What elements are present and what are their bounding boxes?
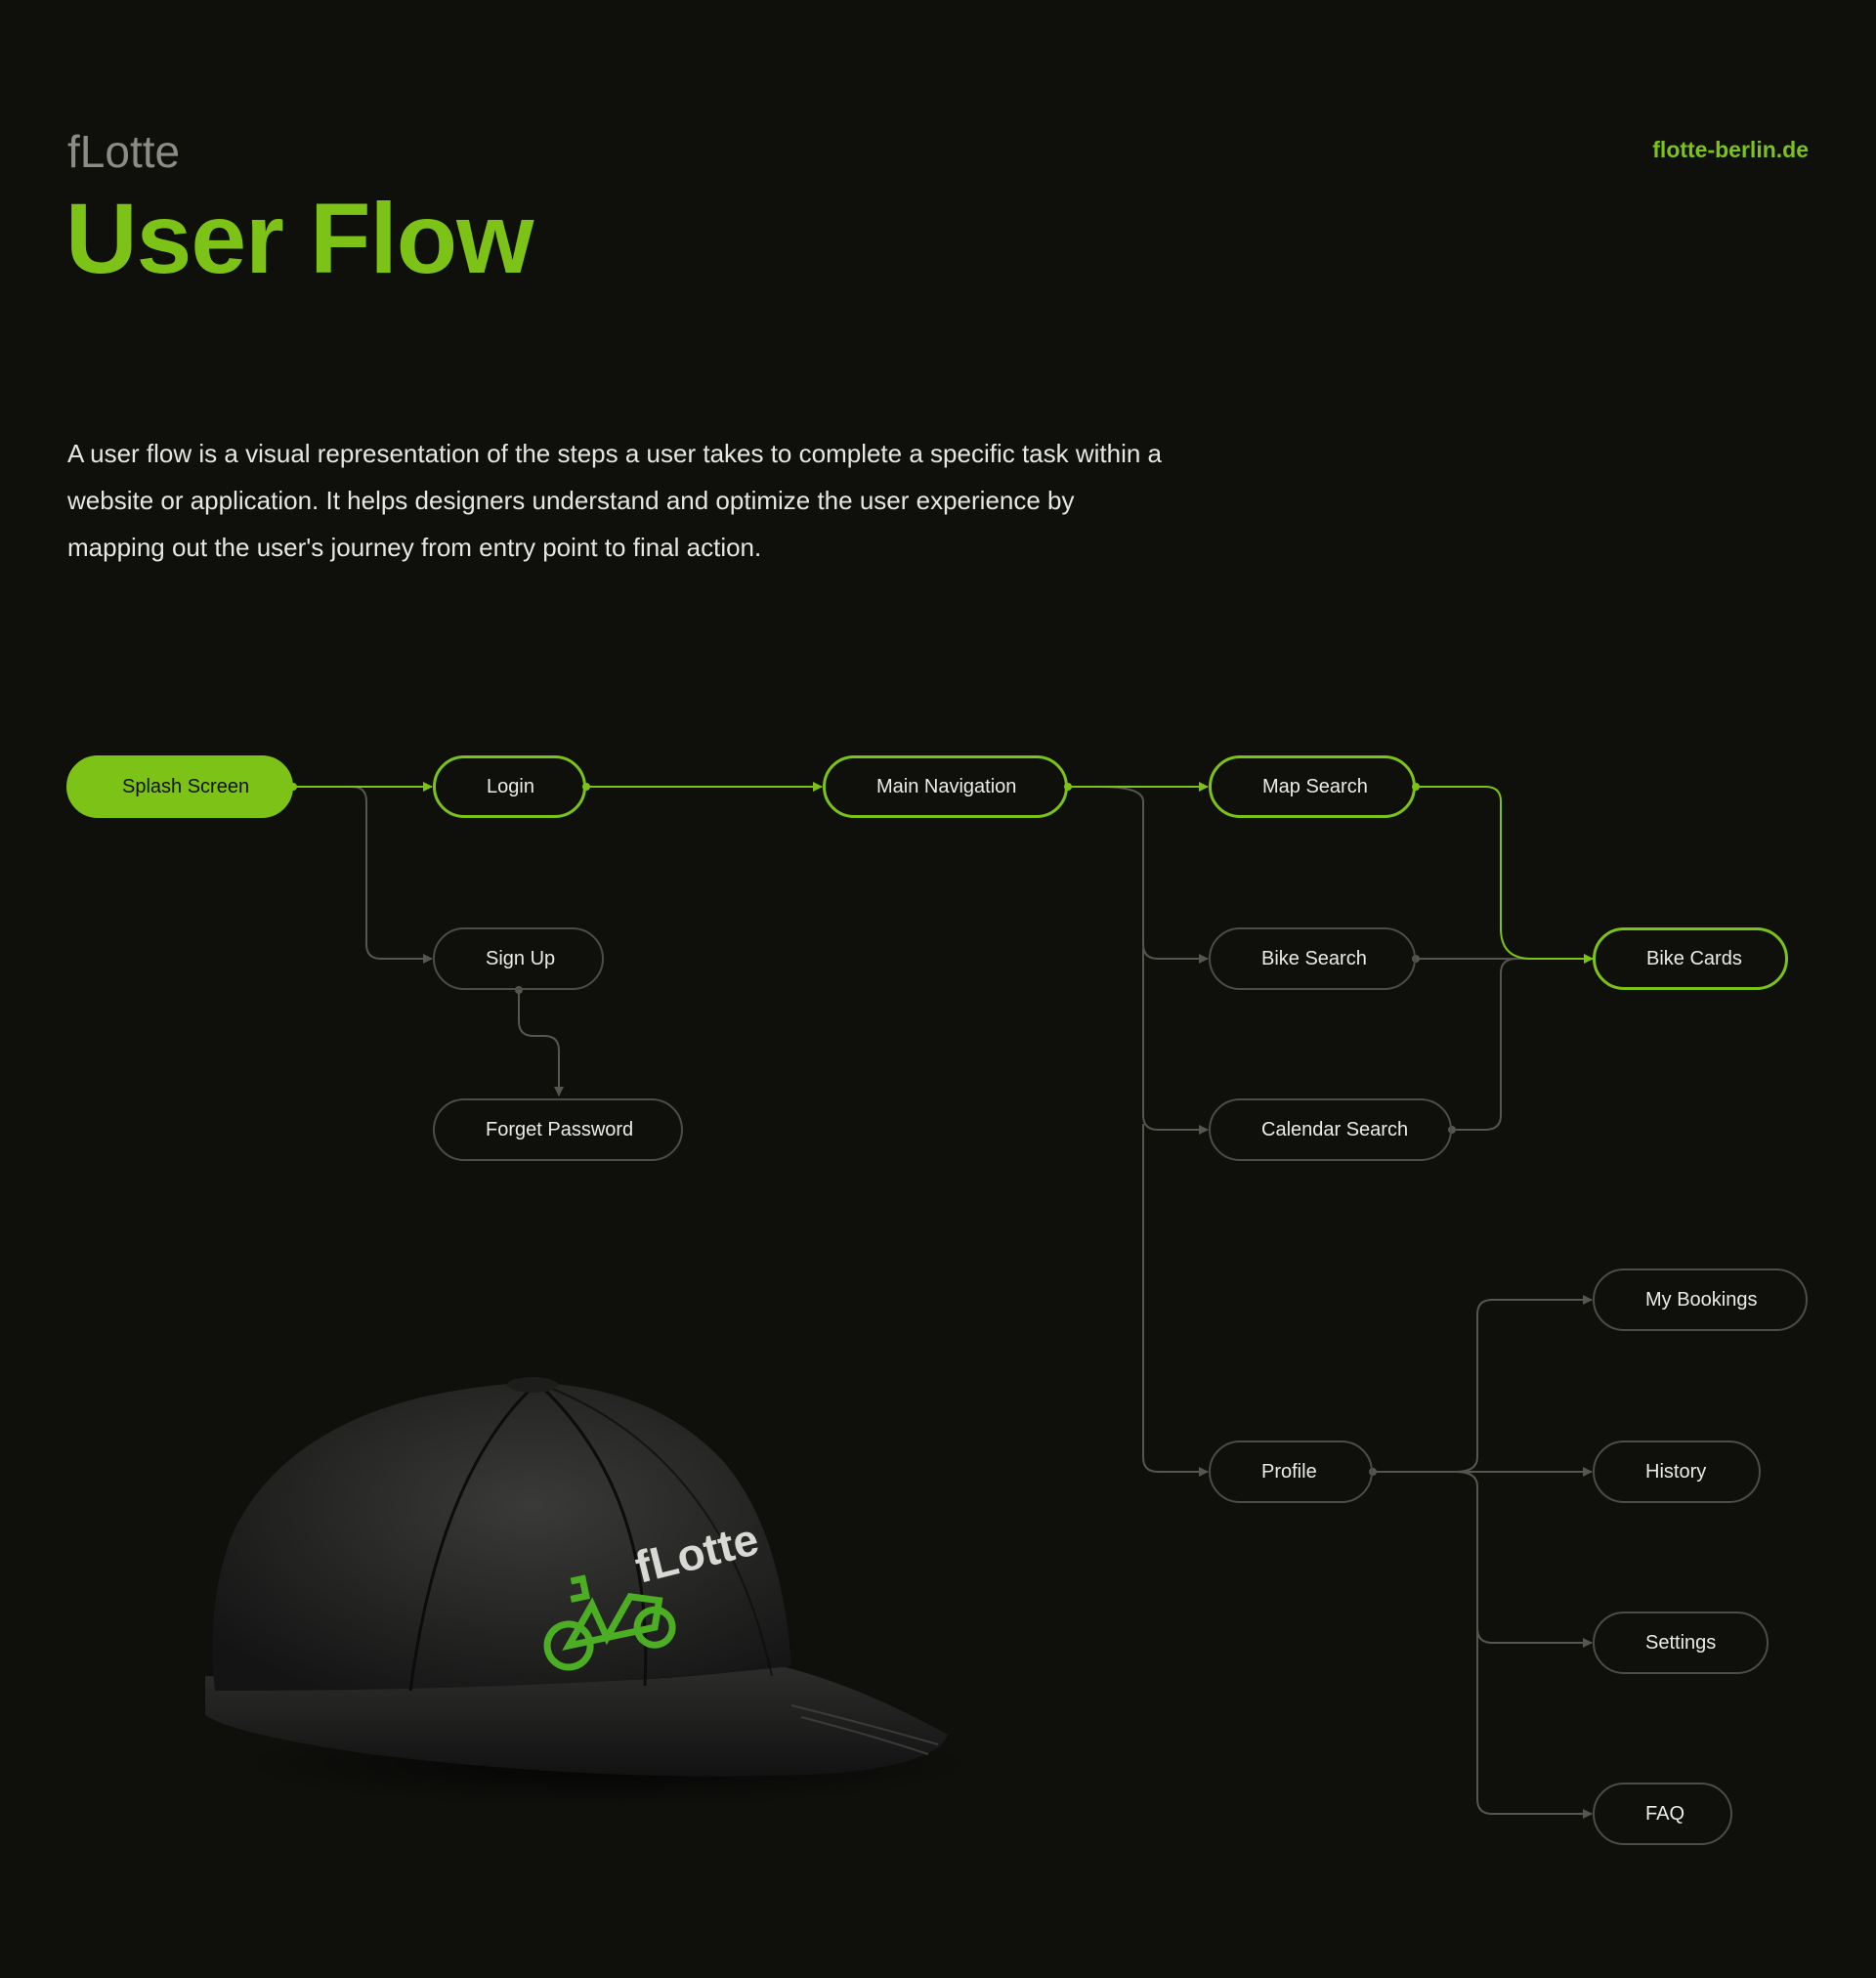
node-label: Main Navigation [876, 775, 1017, 797]
description: A user flow is a visual representation o… [67, 439, 1163, 562]
node-label: Bike Cards [1646, 947, 1742, 969]
page-title: User Flow [65, 183, 533, 294]
node-faq[interactable]: FAQ [1593, 1783, 1732, 1845]
connector-calsearch-cards [1452, 958, 1563, 1131]
node-map-search[interactable]: Map Search [1209, 755, 1416, 818]
node-bike-cards[interactable]: Bike Cards [1593, 927, 1788, 990]
connector-profile-faq [1476, 1622, 1593, 1819]
connector-splash-signup [293, 786, 433, 964]
node-splash-screen[interactable]: Splash Screen [66, 755, 293, 818]
node-label: Map Search [1262, 775, 1368, 797]
cap-brim [205, 1666, 948, 1777]
node-login[interactable]: Login [433, 755, 586, 818]
node-label: History [1645, 1460, 1707, 1483]
node-profile[interactable]: Profile [1209, 1440, 1373, 1503]
node-settings[interactable]: Settings [1593, 1612, 1769, 1674]
node-bike-search[interactable]: Bike Search [1209, 927, 1416, 990]
website-link[interactable]: flotte-berlin.de [1652, 137, 1809, 162]
node-sign-up[interactable]: Sign Up [433, 927, 604, 990]
cargo-bike-icon [543, 1574, 676, 1671]
connector-profile-bookings [1455, 1295, 1593, 1473]
node-label: FAQ [1645, 1802, 1685, 1825]
node-label: Splash Screen [122, 775, 250, 797]
node-forget-password[interactable]: Forget Password [433, 1098, 683, 1161]
connector-nav-profile [1142, 1124, 1209, 1477]
connector-map-cards [1416, 786, 1594, 964]
node-label: Profile [1261, 1460, 1317, 1483]
node-label: My Bookings [1645, 1288, 1758, 1311]
node-history[interactable]: History [1593, 1440, 1761, 1503]
node-label: Forget Password [486, 1118, 634, 1140]
brand-name: fLotte [67, 126, 181, 177]
connector-nav-calsearch [1142, 948, 1209, 1135]
cap-mockup: fLotte [205, 1377, 977, 1808]
node-calendar-search[interactable]: Calendar Search [1209, 1098, 1452, 1161]
node-my-bookings[interactable]: My Bookings [1593, 1268, 1808, 1331]
node-label: Login [487, 775, 534, 797]
node-label: Settings [1645, 1631, 1717, 1654]
connector-nav-bikesearch [1098, 786, 1209, 964]
node-main-navigation[interactable]: Main Navigation [823, 755, 1068, 818]
connector-signup-forget [518, 990, 564, 1096]
connector-profile-settings [1455, 1471, 1593, 1648]
node-label: Bike Search [1261, 947, 1367, 969]
node-label: Sign Up [486, 947, 556, 969]
node-label: Calendar Search [1261, 1118, 1409, 1140]
